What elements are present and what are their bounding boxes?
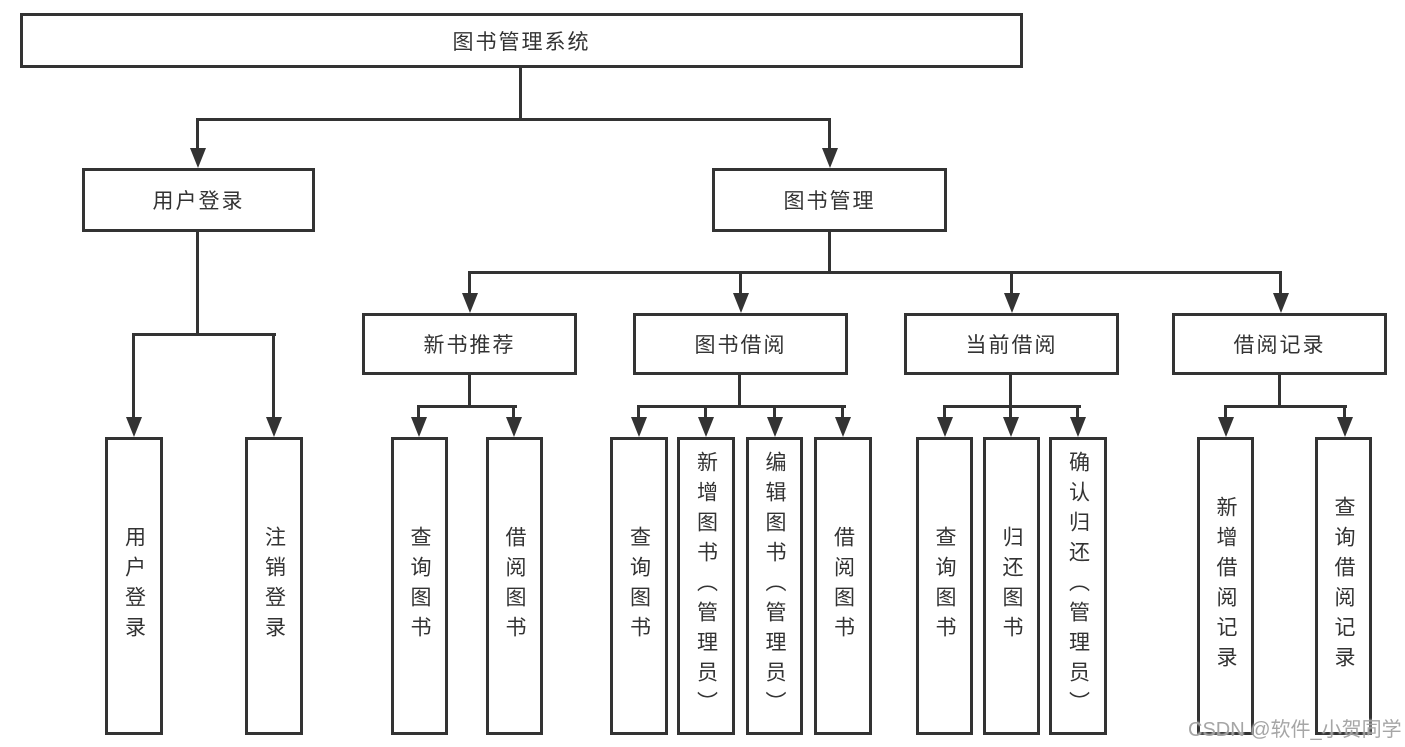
- arrowhead: [1003, 417, 1019, 437]
- leaf-add-book-admin: 新增图书（管理员）: [677, 437, 735, 735]
- connector-line: [1010, 271, 1013, 295]
- node-library-management-system: 图书管理系统: [20, 13, 1023, 68]
- connector-line: [196, 232, 199, 336]
- arrowhead: [767, 417, 783, 437]
- node-book-management: 图书管理: [712, 168, 947, 232]
- arrowhead: [937, 417, 953, 437]
- connector-line: [1009, 405, 1012, 419]
- connector-line: [1224, 405, 1227, 419]
- arrowhead: [631, 417, 647, 437]
- connector-line: [512, 405, 515, 419]
- arrowhead: [1004, 293, 1020, 313]
- connector-line: [637, 405, 846, 408]
- connector-line: [1009, 375, 1012, 408]
- arrowhead: [190, 148, 206, 168]
- connector-line: [943, 405, 1081, 408]
- leaf-confirm-return-admin: 确认归还（管理员）: [1049, 437, 1107, 735]
- arrowhead: [1273, 293, 1289, 313]
- leaf-add-borrow-record: 新增借阅记录: [1197, 437, 1254, 735]
- arrowhead: [1337, 417, 1353, 437]
- connector-line: [468, 375, 471, 408]
- connector-line: [1076, 405, 1079, 419]
- arrowhead: [266, 417, 282, 437]
- connector-line: [468, 271, 1282, 274]
- connector-line: [739, 271, 742, 295]
- connector-line: [272, 333, 275, 419]
- connector-line: [468, 271, 471, 295]
- connector-line: [1278, 375, 1281, 408]
- connector-line: [828, 118, 831, 150]
- arrowhead: [1218, 417, 1234, 437]
- node-user-login: 用户登录: [82, 168, 315, 232]
- leaf-query-book-recommend: 查询图书: [391, 437, 448, 735]
- arrowhead: [506, 417, 522, 437]
- connector-line: [704, 405, 707, 419]
- arrowhead: [126, 417, 142, 437]
- arrowhead: [698, 417, 714, 437]
- connector-line: [1224, 405, 1347, 408]
- node-book-borrow: 图书借阅: [633, 313, 848, 375]
- leaf-logout: 注销登录: [245, 437, 303, 735]
- connector-line: [637, 405, 640, 419]
- leaf-edit-book-admin: 编辑图书（管理员）: [746, 437, 803, 735]
- arrowhead: [462, 293, 478, 313]
- arrowhead: [822, 148, 838, 168]
- connector-line: [519, 68, 522, 120]
- connector-line: [943, 405, 946, 419]
- connector-line: [828, 232, 831, 273]
- connector-line: [1279, 271, 1282, 295]
- leaf-borrow-book-recommend: 借阅图书: [486, 437, 543, 735]
- leaf-return-book: 归还图书: [983, 437, 1040, 735]
- node-borrow-record: 借阅记录: [1172, 313, 1387, 375]
- connector-line: [1343, 405, 1346, 419]
- csdn-watermark: CSDN @软件_小贺同学: [1188, 719, 1402, 741]
- leaf-borrow-book: 借阅图书: [814, 437, 872, 735]
- arrowhead: [733, 293, 749, 313]
- leaf-query-book-current: 查询图书: [916, 437, 973, 735]
- connector-line: [841, 405, 844, 419]
- connector-line: [773, 405, 776, 419]
- leaf-user-login: 用户登录: [105, 437, 163, 735]
- arrowhead: [1070, 417, 1086, 437]
- arrowhead: [411, 417, 427, 437]
- connector-line: [196, 118, 199, 150]
- node-current-borrow: 当前借阅: [904, 313, 1119, 375]
- connector-line: [132, 333, 135, 419]
- connector-line: [417, 405, 517, 408]
- arrowhead: [835, 417, 851, 437]
- connector-line: [132, 333, 276, 336]
- connector-line: [417, 405, 420, 419]
- leaf-query-book-borrow: 查询图书: [610, 437, 668, 735]
- leaf-query-borrow-record: 查询借阅记录: [1315, 437, 1372, 735]
- node-new-book-recommend: 新书推荐: [362, 313, 577, 375]
- connector-line: [738, 375, 741, 408]
- connector-line: [196, 118, 831, 121]
